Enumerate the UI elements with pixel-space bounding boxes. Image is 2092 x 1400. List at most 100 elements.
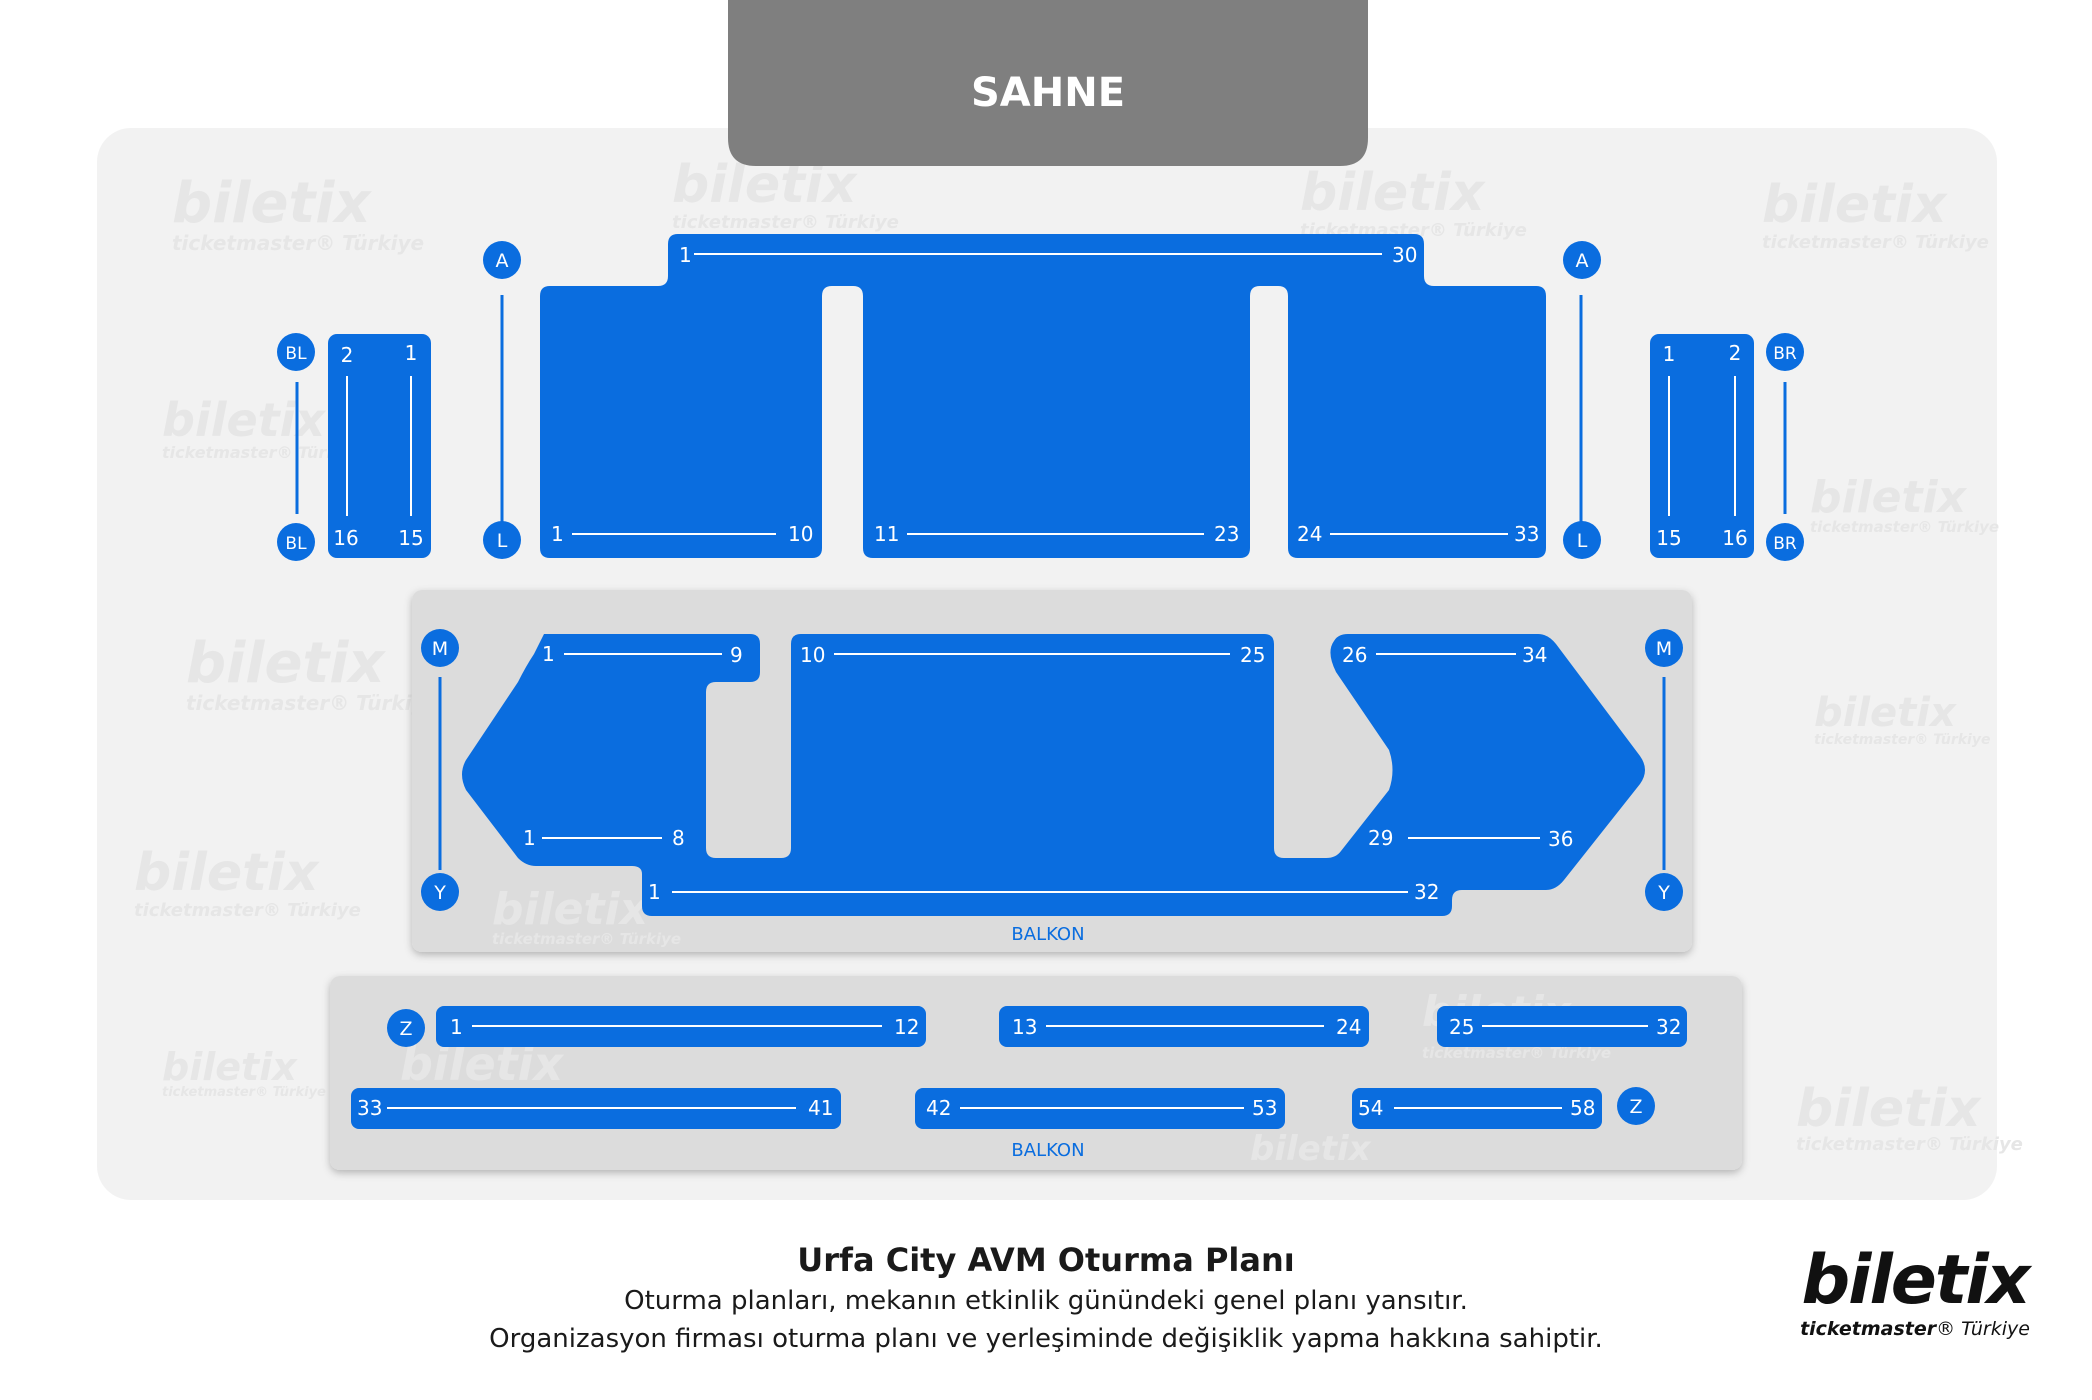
svg-text:ticketmaster® Türkiye: ticketmaster® Türkiye [134,900,361,921]
row-marker-z-top: Z [387,1009,425,1047]
svg-text:Z: Z [1629,1096,1642,1118]
seat-number: 11 [874,522,899,546]
row-marker-a-left: A [483,241,521,279]
seat-number: 15 [1656,526,1681,550]
plan-title: Urfa City AVM Oturma Planı [797,1241,1295,1279]
svg-text:biletix: biletix [134,843,320,903]
box-left-block[interactable] [328,334,431,558]
svg-text:ticketmaster® Türkiye: ticketmaster® Türkiye [172,231,424,255]
box-right-section[interactable]: 1 2 15 16 [1650,334,1754,558]
seat-number: 42 [926,1096,951,1120]
svg-text:ticketmaster® Türkiye: ticketmaster® Türkiye [1796,1134,2023,1155]
seat-number: 1 [551,522,564,546]
seat-number: 13 [1012,1015,1037,1039]
seat-number: 1 [405,341,418,365]
disclaimer-line-2: Organizasyon firması oturma planı ve yer… [489,1324,1603,1354]
stage-label: SAHNE [971,70,1125,116]
front-sections[interactable]: 1 30 1 10 11 23 24 33 [540,234,1546,558]
seat-number: 53 [1252,1096,1277,1120]
seat-number: 1 [523,826,536,850]
row-marker-l-right: L [1563,521,1601,559]
box-left-section[interactable]: 2 1 16 15 [328,334,431,558]
disclaimer-line-1: Oturma planları, mekanın etkinlik gününd… [624,1286,1468,1316]
seat-number: 41 [808,1096,833,1120]
biletix-logo: biletix ticketmaster® Türkiye [1795,1245,2035,1341]
seat-number: 10 [788,522,813,546]
seat-number: 34 [1522,643,1547,667]
seat-number: 25 [1449,1015,1474,1039]
row-marker-bl-bottom: BL [277,523,315,561]
svg-text:ticketmaster® Türkiye: ticketmaster® Türkiye [162,443,364,462]
seat-number: 32 [1414,880,1439,904]
watermark: biletix [1250,1129,1372,1169]
row-marker-l-left: L [483,521,521,559]
svg-text:ticketmaster® Türkiye: ticketmaster® Türkiye [1810,518,1999,536]
svg-text:ticketmaster® Türkiye: ticketmaster® Türkiye [1814,732,1990,748]
svg-text:Y: Y [433,882,446,904]
row-marker-y-right: Y [1645,873,1683,911]
row-marker-br-top: BR [1766,333,1804,371]
svg-text:biletix: biletix [1814,690,1957,736]
svg-text:M: M [432,638,448,660]
svg-text:biletix: biletix [162,393,326,447]
logo-brand: biletix [1801,1241,2030,1320]
svg-text:BR: BR [1773,534,1797,554]
stage-block [728,0,1368,166]
balkon-label-lower: BALKON [1011,1140,1084,1161]
logo-tm: ticketmaster [1800,1318,1937,1340]
front-top-row-section[interactable] [540,234,1546,558]
svg-text:biletix: biletix [1810,472,1968,523]
svg-text:ticketmaster® Türkiye: ticketmaster® Türkiye [162,1085,326,1100]
row-marker-y-left: Y [421,873,459,911]
balcony-lower-sections[interactable]: 1 12 13 24 25 32 33 41 42 53 54 58 [351,1006,1687,1129]
seat-number: 1 [648,880,661,904]
seat-number: 29 [1368,826,1393,850]
balkon-label-upper: BALKON [1011,924,1084,945]
seat-number: 2 [341,343,354,367]
svg-text:BR: BR [1773,344,1797,364]
seat-number: 10 [800,643,825,667]
seat-number: 16 [1722,526,1747,550]
svg-text:biletix: biletix [172,171,372,236]
row-marker-bl-top: BL [277,333,315,371]
seat-number: 1 [542,642,555,666]
balcony-upper-sections[interactable]: 1 9 1 8 10 25 26 34 29 36 1 32 [462,634,1645,916]
logo-country: Türkiye [1961,1318,2030,1340]
seat-number: 9 [730,643,743,667]
svg-text:biletix: biletix [1250,1129,1372,1169]
box-right-block[interactable] [1650,334,1754,558]
seat-number: 15 [398,526,423,550]
seat-number: 36 [1548,827,1573,851]
seat-number: 33 [1514,522,1539,546]
seat-number: 1 [679,243,692,267]
svg-text:Z: Z [399,1018,412,1040]
svg-text:ticketmaster® Türkiye: ticketmaster® Türkiye [672,212,899,233]
svg-text:Y: Y [1657,882,1670,904]
seat-number: 16 [333,526,358,550]
row-markers: A L A L BL BL BR BR M Y M Y Z Z [277,241,1804,1125]
seat-number: 32 [1656,1015,1681,1039]
svg-text:biletix: biletix [186,631,386,696]
row-marker-z-bottom: Z [1617,1087,1655,1125]
svg-text:L: L [1577,530,1588,552]
seat-number: 30 [1392,243,1417,267]
svg-text:biletix: biletix [1762,175,1948,235]
row-marker-a-right: A [1563,241,1601,279]
footer: Urfa City AVM Oturma Planı Oturma planla… [0,1238,2092,1358]
mid-left-section[interactable] [462,634,1645,916]
svg-text:ticketmaster® Türkiye: ticketmaster® Türkiye [186,691,438,715]
seat-number: 8 [672,826,685,850]
row-marker-br-bottom: BR [1766,523,1804,561]
seat-number: 58 [1570,1096,1595,1120]
